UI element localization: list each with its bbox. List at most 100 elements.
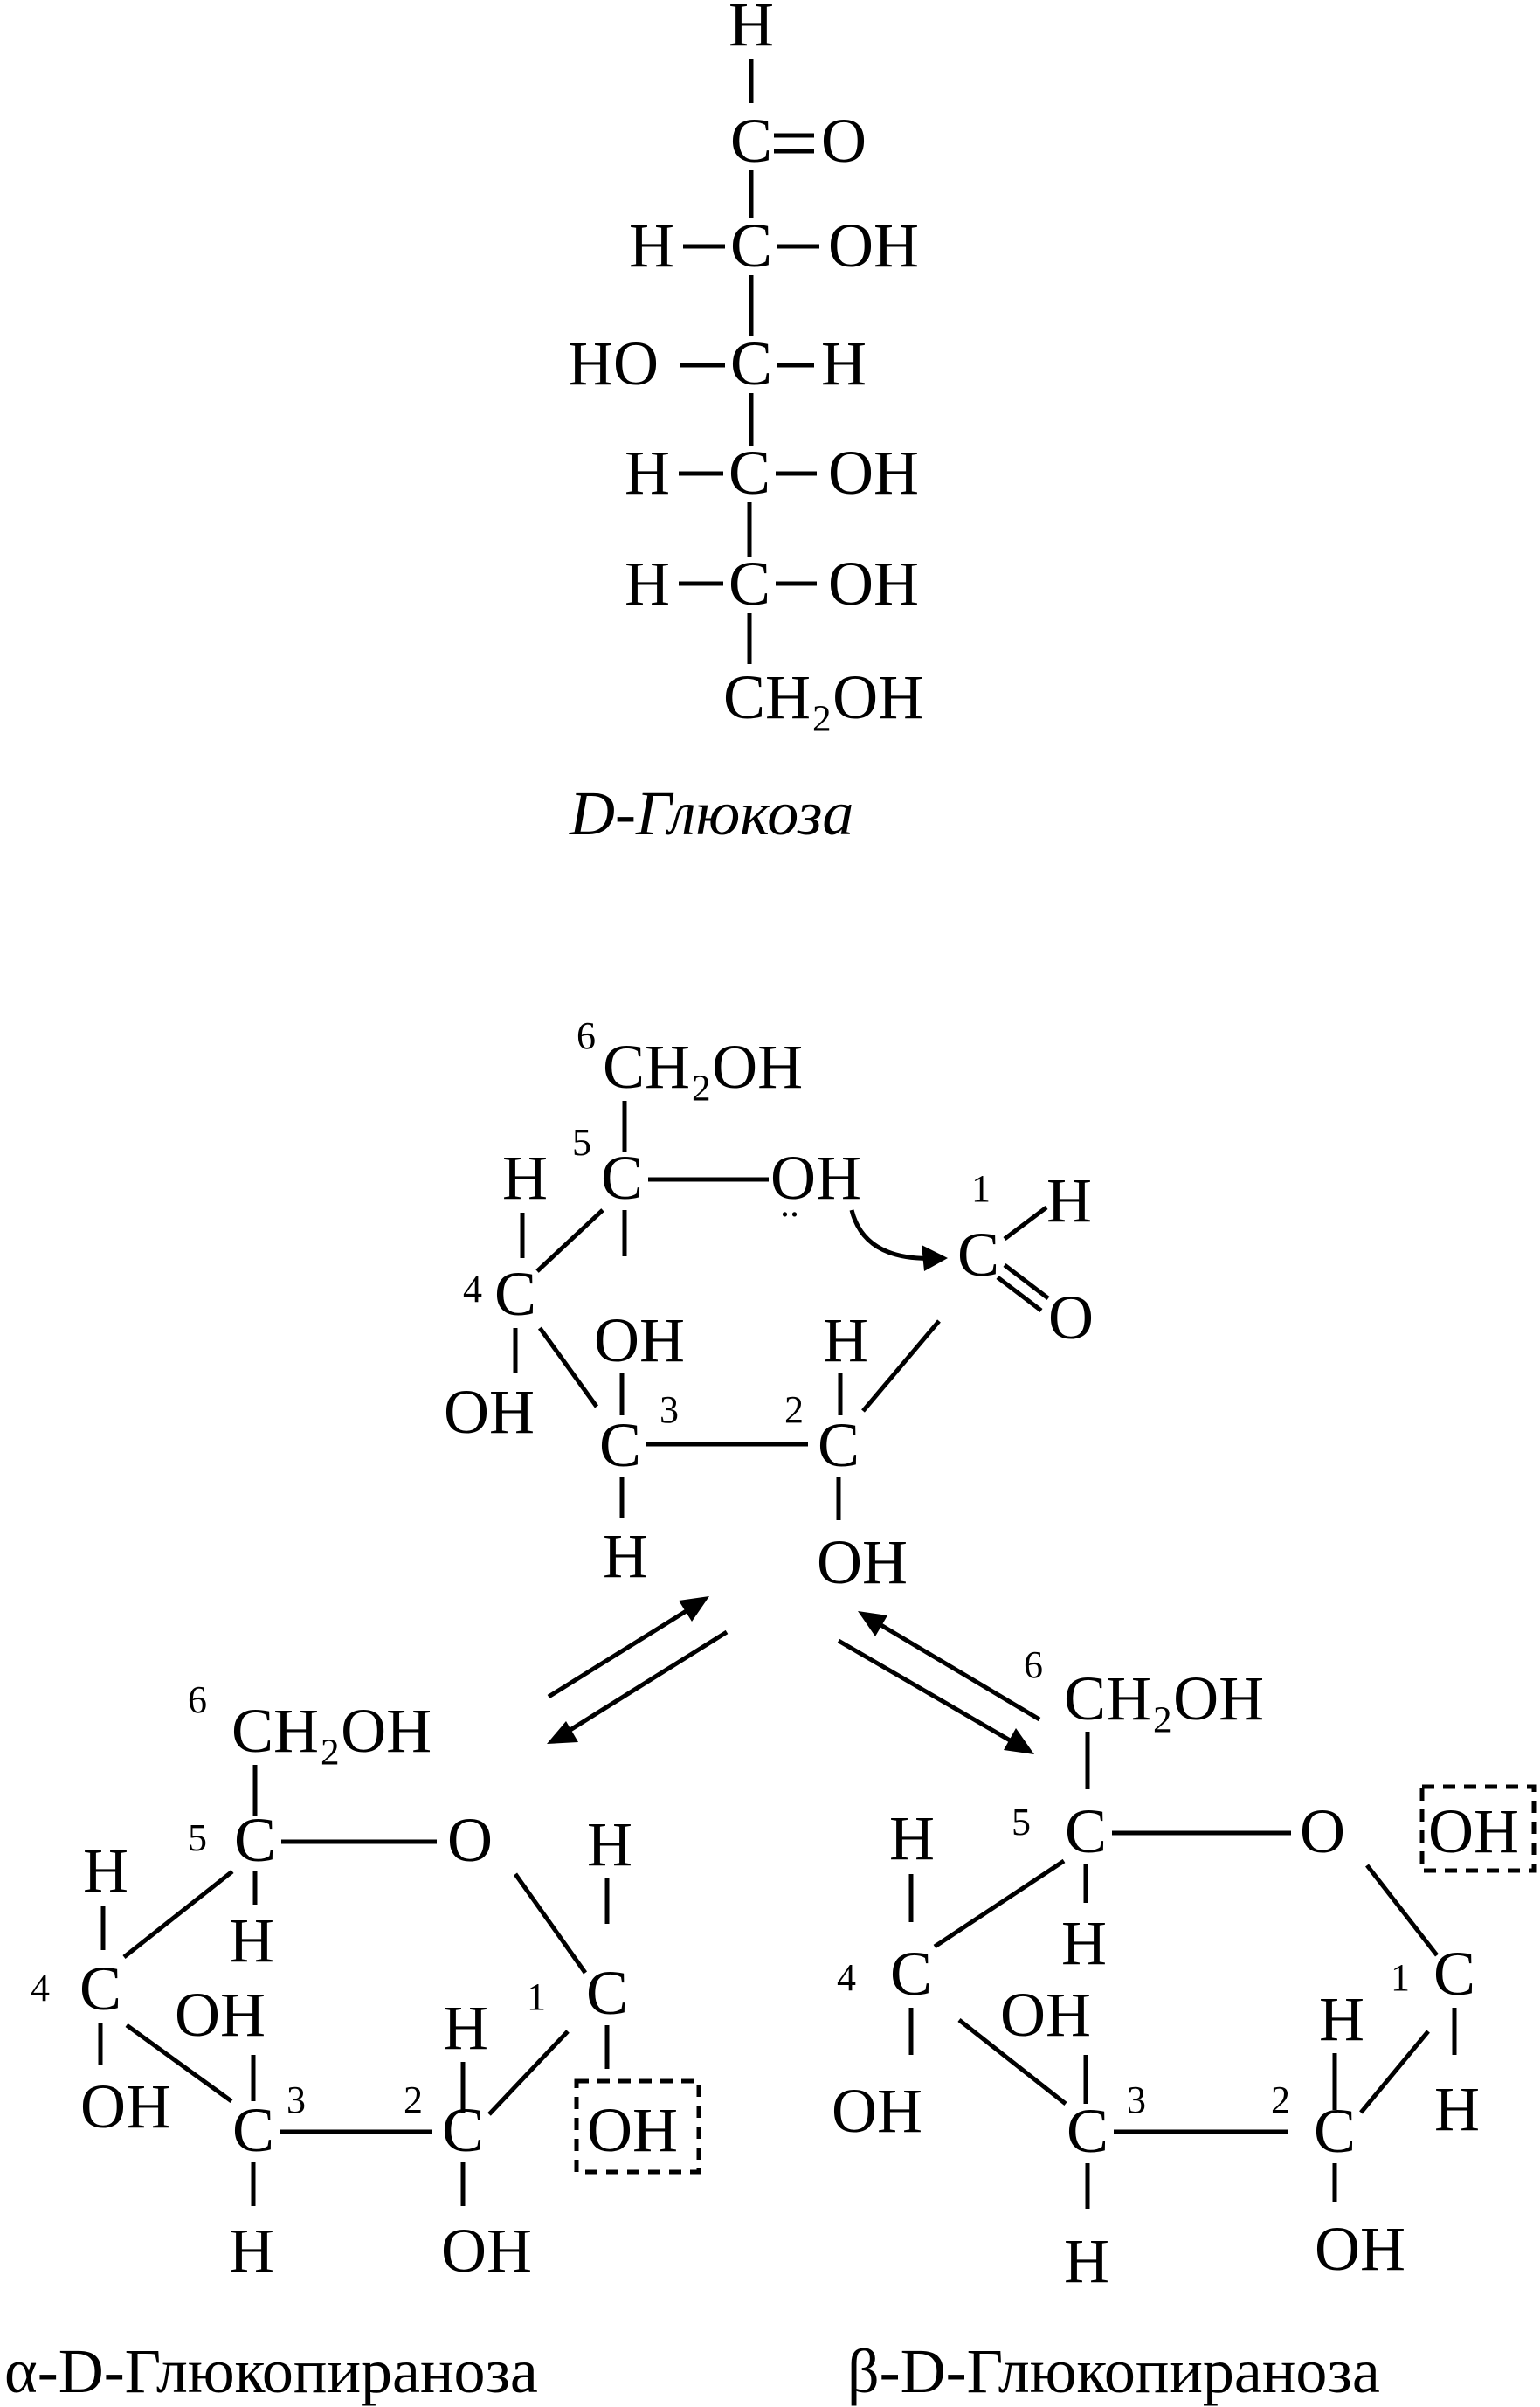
- atom-c: C: [730, 329, 772, 398]
- atom-c4: C: [890, 1939, 932, 2009]
- atom-c4: C: [79, 1954, 121, 2023]
- atom-c3: C: [599, 1410, 641, 1480]
- carbon-number-6: 6: [577, 1014, 596, 1057]
- atom-c: C: [730, 211, 772, 280]
- carbon-number-3: 3: [287, 2078, 306, 2121]
- atom-h: H: [823, 1305, 868, 1375]
- atom-ch2oh: CH₂OH: [603, 1032, 803, 1102]
- atom-c5: C: [234, 1805, 276, 1875]
- bond: [535, 1208, 604, 1273]
- atom-h: H: [629, 211, 674, 280]
- atom-h: H: [625, 549, 670, 619]
- atom-oh: OH: [1000, 1980, 1091, 2050]
- atom-ring-o: O: [447, 1805, 493, 1875]
- caption-alpha: α-D-Глюкопираноза: [4, 2336, 538, 2406]
- bond: [933, 1858, 1066, 1949]
- atom-oh: OH: [441, 2216, 532, 2286]
- atom-h: H: [729, 0, 774, 59]
- bond: [125, 2023, 233, 2104]
- atom-oh: OH: [80, 2072, 171, 2141]
- carbon-number-4: 4: [837, 1956, 856, 1999]
- atom-h: H: [1319, 1984, 1364, 2054]
- atom-c2: C: [818, 1410, 860, 1480]
- atom-h: H: [821, 329, 867, 398]
- atom-c1: C: [957, 1220, 999, 1290]
- atom-h: H: [443, 1993, 488, 2063]
- atom-h: H: [889, 1803, 935, 1873]
- bond-double: [1003, 1263, 1050, 1300]
- atom-h: H: [1064, 2226, 1109, 2296]
- atom-oh: OH: [817, 1527, 908, 1597]
- equilibrium-arrow: [557, 1629, 729, 1740]
- caption-beta: β-D-Глюкопираноза: [847, 2336, 1380, 2406]
- carbon-number-3: 3: [1127, 2078, 1146, 2121]
- arrow-head-icon: [679, 1596, 709, 1622]
- bond: [1003, 1206, 1048, 1241]
- equilibrium-arrows: [547, 1596, 1041, 1754]
- highlight-box: [1419, 1784, 1537, 1873]
- carbon-number-2: 2: [404, 2078, 423, 2121]
- arrow-head-icon: [547, 1721, 578, 1744]
- atom-h: H: [625, 438, 670, 508]
- atom-h: H: [229, 2216, 274, 2286]
- atom-c5: C: [1065, 1796, 1107, 1866]
- atom-h: H: [502, 1143, 548, 1213]
- atom-oh-anomeric: OH: [587, 2095, 678, 2165]
- bond: [487, 2030, 570, 2116]
- atom-c3: C: [1067, 2096, 1108, 2166]
- atom-ch2oh: CH₂OH: [723, 662, 923, 732]
- atom-oh: OH: [175, 1980, 266, 2050]
- highlight-box: [574, 2078, 701, 2175]
- arrow-head-icon: [1004, 1728, 1034, 1754]
- atom-o: O: [1048, 1283, 1094, 1352]
- atom-c: C: [730, 106, 772, 176]
- atom-c: C: [729, 438, 770, 508]
- atom-ho: HO: [568, 329, 659, 398]
- bond: [513, 1872, 588, 1975]
- carbon-number-6: 6: [1024, 1643, 1043, 1686]
- atom-h: H: [1046, 1165, 1092, 1235]
- atom-oh: OH: [1315, 2214, 1405, 2284]
- atom-h: H: [587, 1809, 632, 1879]
- alpha-glucopyranose: 6 CH₂OH 5 C O H H 4 C OH OH 3 C H 2 C H …: [4, 1678, 701, 2406]
- carbon-number-2: 2: [784, 1388, 804, 1431]
- atom-h: H: [83, 1836, 128, 1906]
- equilibrium-arrow: [837, 1638, 1024, 1750]
- beta-glucopyranose: 6 CH₂OH 5 C O H H 4 C OH OH 3 C H 2 C H …: [832, 1643, 1537, 2406]
- atom-oh: OH: [828, 211, 919, 280]
- atom-oh: OH: [770, 1143, 861, 1213]
- bond: [1359, 2030, 1430, 2114]
- bond: [122, 1870, 234, 1959]
- equilibrium-arrow: [867, 1615, 1041, 1722]
- carbon-number-4: 4: [463, 1268, 482, 1311]
- bond: [957, 2018, 1067, 2106]
- atom-c4: C: [494, 1259, 536, 1329]
- carbon-number-2: 2: [1271, 2078, 1290, 2121]
- equilibrium-arrow: [547, 1601, 701, 1699]
- fischer-projection: H C O H C OH HO C H H C OH H C OH CH₂OH …: [568, 0, 923, 848]
- atom-c3: C: [232, 2095, 274, 2165]
- carbon-number-1: 1: [971, 1167, 991, 1210]
- atom-h: H: [1061, 1908, 1107, 1978]
- atom-ch2oh: CH₂OH: [231, 1696, 432, 1766]
- atom-h: H: [1434, 2074, 1480, 2144]
- arrow-head-icon: [858, 1611, 887, 1636]
- atom-oh: OH: [832, 2076, 922, 2146]
- atom-c1: C: [586, 1958, 628, 2028]
- atom-ring-o: O: [1300, 1796, 1345, 1866]
- carbon-number-4: 4: [31, 1967, 50, 2009]
- carbon-number-5: 5: [1012, 1801, 1031, 1843]
- open-chain-cyclization: 6 CH₂OH 5 C OH .. H 4 C OH OH 3 C H H 2 …: [444, 1014, 1094, 1597]
- bond: [1365, 1864, 1439, 1957]
- atom-c1: C: [1433, 1939, 1475, 2009]
- atom-h: H: [229, 1906, 274, 1975]
- atom-ch2oh: CH₂OH: [1064, 1663, 1264, 1733]
- caption-d-glucose: D-Глюкоза: [569, 778, 853, 848]
- carbon-number-5: 5: [188, 1816, 207, 1859]
- atom-oh: OH: [828, 438, 919, 508]
- carbon-number-5: 5: [572, 1121, 591, 1164]
- atom-oh: OH: [444, 1377, 535, 1447]
- atom-oh: OH: [828, 549, 919, 619]
- lone-pair: ..: [780, 1182, 799, 1225]
